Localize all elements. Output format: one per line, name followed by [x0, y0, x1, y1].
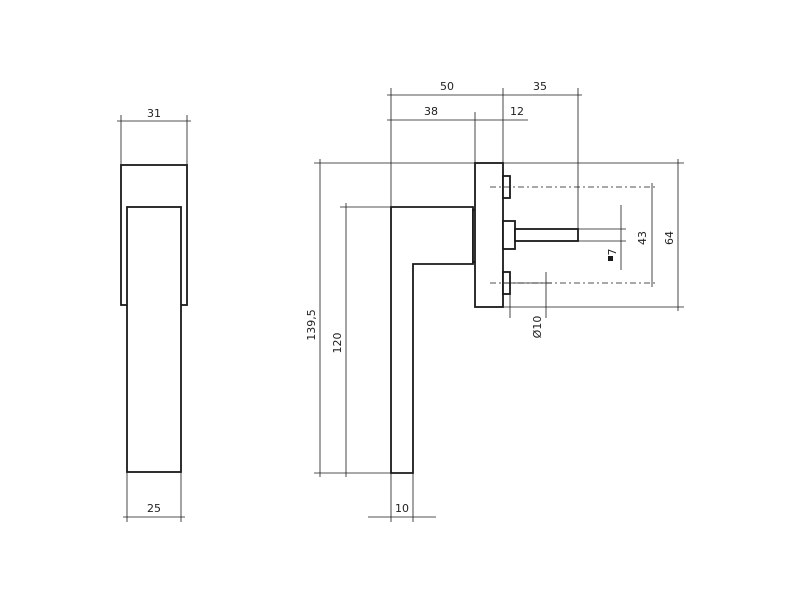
dim-rose-offset: 38 — [424, 105, 438, 118]
lever-body — [390, 206, 474, 474]
square-symbol — [608, 256, 613, 261]
dim-total-length: 139,5 — [305, 309, 318, 341]
dim-rose-thickness: 12 — [510, 105, 524, 118]
dim-lever-length: 120 — [331, 333, 344, 354]
dim-rose-height: 64 — [663, 231, 676, 245]
spindle-boss — [502, 220, 516, 250]
spindle — [514, 228, 579, 242]
dim-lever-thickness: 10 — [395, 502, 409, 515]
side-view-lever — [126, 206, 182, 473]
dim-side-top-width: 31 — [147, 107, 161, 120]
dim-screw-diameter: Ø10 — [531, 316, 544, 339]
dim-spindle-square: 7 — [606, 249, 619, 256]
dim-screw-spacing: 43 — [636, 231, 649, 245]
front-view: 50 35 38 12 139,5 120 10 64 43 — [305, 80, 684, 522]
rose-plate — [474, 162, 504, 308]
dim-spindle-length: 35 — [533, 80, 547, 93]
side-view: 31 25 — [117, 107, 191, 522]
dim-depth-overall: 50 — [440, 80, 454, 93]
dim-side-bottom-width: 25 — [147, 502, 161, 515]
